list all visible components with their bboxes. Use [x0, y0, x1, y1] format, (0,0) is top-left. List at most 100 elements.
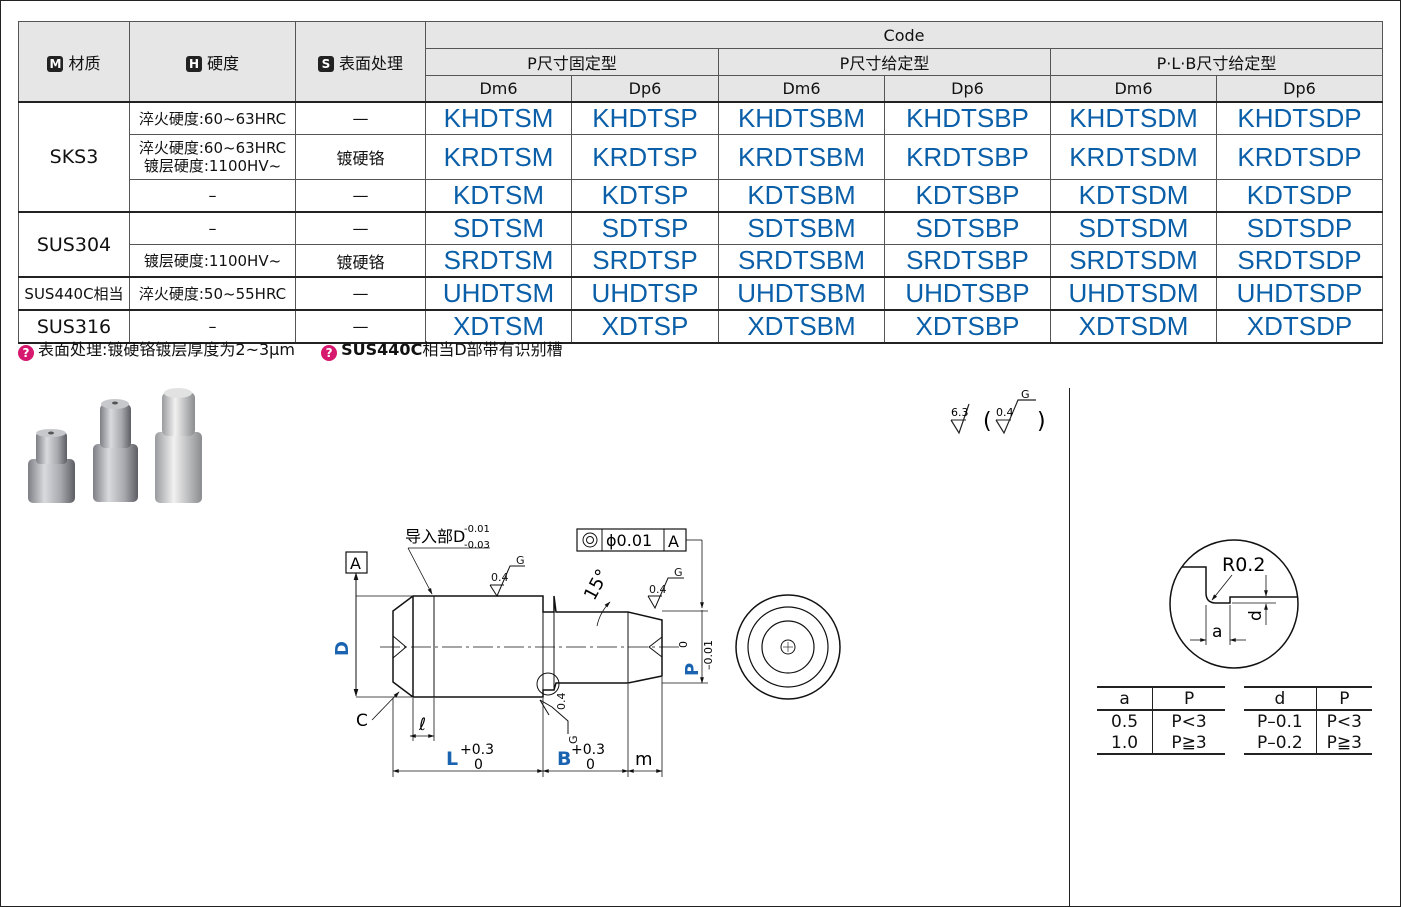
code-cell: XDTSDP [1216, 309, 1383, 344]
detail-view: R0.2 a d [1169, 539, 1299, 669]
surface-cell: 镀硬铬 [295, 244, 426, 278]
concentricity-frame: ϕ0.01 A [576, 528, 704, 609]
roughness-value-2: 0.4 [996, 406, 1014, 419]
table-d-cell: P–0.1 [1244, 710, 1317, 732]
dim-p: P 0 –0.01 [662, 610, 715, 684]
header-subcol: Dm6 [1050, 75, 1217, 103]
code-cell: KRDTSDM [1050, 134, 1217, 180]
code-cell: XDTSM [425, 309, 572, 344]
table-d-header: P [1316, 686, 1372, 711]
svg-text:导入部D: 导入部D [405, 527, 465, 546]
info-pin-icon: ? [18, 345, 34, 361]
surface-badge-icon: S [317, 55, 334, 72]
header-group-plb-given: P·L·B尺寸给定型 [1050, 48, 1383, 76]
table-a-vs-p: a P 0.5 P<3 1.0 P≧3 [1097, 686, 1225, 755]
detail-d-label: d [1246, 610, 1266, 621]
svg-text:G: G [674, 566, 683, 579]
code-cell: KHDTSDP [1216, 101, 1383, 135]
product-photo-large [155, 388, 202, 503]
dim-m-label: m [635, 749, 653, 770]
svg-text:G: G [567, 735, 580, 744]
code-cell: KDTSDP [1216, 179, 1383, 213]
table-row: – — KDTSM KDTSP KDTSBM KDTSBP KDTSDM KDT… [19, 179, 1383, 213]
svg-text:15°: 15° [580, 566, 614, 604]
header-subcol: Dm6 [718, 75, 885, 103]
code-cell: UHDTSBM [718, 276, 885, 311]
material-badge-icon: M [47, 55, 64, 72]
code-cell: UHDTSM [425, 276, 572, 311]
table-row: 镀层硬度:1100HV~ 镀硬铬 SRDTSM SRDTSP SRDTSBM S… [19, 244, 1383, 278]
table-row: SUS316 – — XDTSM XDTSP XDTSBM XDTSBP XDT… [18, 309, 1383, 344]
dim-l-small: ℓ [418, 715, 426, 735]
roughness-mark-tip: 0.4 G [647, 566, 684, 610]
code-cell: SRDTSP [571, 244, 719, 278]
code-cell: XDTSP [571, 309, 719, 344]
svg-text:0.4: 0.4 [649, 583, 667, 596]
svg-text:0.4: 0.4 [491, 571, 509, 584]
pin-end-view [735, 594, 841, 700]
svg-text:-0.03: -0.03 [464, 540, 490, 551]
hardness-cell: – [129, 309, 296, 344]
code-cell: KDTSDM [1050, 179, 1217, 213]
table-a-cell: 1.0 [1097, 732, 1154, 755]
table-d-cell: P–0.2 [1244, 732, 1317, 755]
code-cell: SDTSM [425, 211, 572, 245]
table-a-header: P [1152, 686, 1225, 711]
dim-d-label: D [332, 641, 353, 656]
material-cell: SUS440C相当 [18, 276, 130, 311]
code-cell: SRDTSDM [1050, 244, 1217, 278]
surface-cell: — [295, 309, 426, 344]
material-cell: SKS3 [18, 101, 130, 213]
code-cell: KRDTSP [571, 134, 719, 180]
header-group-fixed: P尺寸固定型 [425, 48, 719, 76]
dim-bottom: ℓ L +0.3 0 B +0.3 0 m [392, 677, 663, 777]
paren-open: ( [983, 409, 992, 434]
code-cell: UHDTSDM [1050, 276, 1217, 311]
code-cell: UHDTSP [571, 276, 719, 311]
surface-cell: 镀硬铬 [295, 134, 426, 180]
code-cell: KHDTSBP [884, 101, 1051, 135]
code-cell: XDTSBP [884, 309, 1051, 344]
table-d-header: d [1244, 686, 1317, 711]
code-cell: UHDTSDP [1216, 276, 1383, 311]
product-photo-small [28, 429, 75, 503]
svg-text:+0.3: +0.3 [571, 742, 605, 758]
code-cell: KDTSBP [884, 179, 1051, 213]
code-cell: SDTSBM [718, 211, 885, 245]
datum-a-left: A D [332, 551, 412, 698]
code-cell: SRDTSDP [1216, 244, 1383, 278]
dim-b-label: B [557, 748, 571, 770]
info-pin-icon: ? [321, 345, 338, 361]
note-plating: 表面处理:镀硬铬镀层厚度为2~3μm [38, 340, 295, 359]
table-d-cell: P<3 [1326, 711, 1362, 732]
footnotes: ?表面处理:镀硬铬镀层厚度为2~3μm ?SUS440C相当D部带有识别槽 [18, 338, 563, 362]
note-groove: 相当D部带有识别槽 [422, 340, 563, 359]
table-a-cell: P≧3 [1152, 732, 1225, 755]
material-cell: SUS316 [18, 309, 130, 344]
detail-a-label: a [1212, 622, 1222, 642]
code-cell: SDTSP [571, 211, 719, 245]
table-d-cell: P≧3 [1316, 732, 1372, 755]
code-cell: KDTSP [571, 179, 719, 213]
code-cell: KHDTSP [571, 101, 719, 135]
svg-text:A: A [668, 532, 679, 551]
pin-side-view [380, 595, 680, 698]
section-divider [1069, 388, 1070, 906]
code-cell: KHDTSBM [718, 101, 885, 135]
svg-text:–0.01: –0.01 [702, 640, 715, 670]
dim-l-label: L [446, 748, 458, 770]
detail-r-label: R0.2 [1222, 554, 1265, 576]
code-cell: XDTSBM [718, 309, 885, 344]
roughness-value-1: 6.3 [951, 406, 969, 419]
note-sus440c-bold: SUS440C [341, 340, 423, 359]
code-cell: SDTSDP [1216, 211, 1383, 245]
table-a-header: a [1097, 686, 1154, 711]
code-cell: KRDTSM [425, 134, 572, 180]
code-cell: KRDTSDP [1216, 134, 1383, 180]
hardness-badge-icon: H [185, 55, 202, 72]
table-row: SKS3 淬火硬度:60~63HRC — KHDTSM KHDTSP KHDTS… [18, 101, 1383, 213]
